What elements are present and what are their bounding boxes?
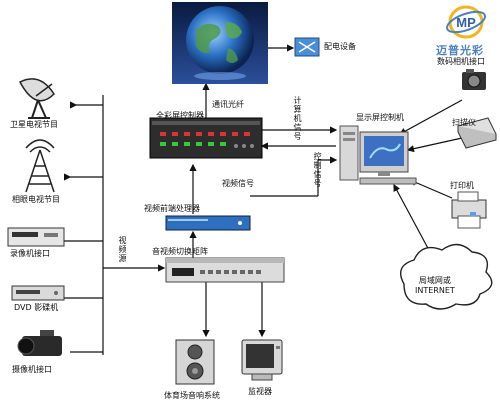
camcorder-icon — [17, 330, 62, 356]
label-satellite: 卫星电视节目 — [10, 120, 58, 129]
label-control-signal: 控制信号 — [313, 152, 322, 188]
internet-cloud-icon — [400, 243, 493, 310]
label-display-controller: 显示屏控制机 — [356, 113, 404, 122]
label-audio: 体育场音响系统 — [164, 391, 220, 400]
video-processor-device — [165, 215, 251, 231]
brand-logo-icon: MP — [446, 5, 486, 39]
label-scanner: 扫描仪 — [452, 118, 476, 127]
antenna-tower-icon — [25, 139, 55, 193]
label-computer-signal: 计算机信号 — [293, 96, 302, 141]
fullcolor-controller-device — [149, 117, 263, 159]
label-video-source: 视频源 — [118, 236, 127, 263]
label-video-processor: 视频前端处理器 — [144, 204, 200, 213]
scanner-icon — [457, 117, 497, 149]
printer-icon — [451, 191, 487, 229]
label-comm-fiber: 通讯光纤 — [212, 100, 244, 109]
speaker-system-icon — [175, 339, 215, 385]
label-distribution: 配电设备 — [324, 42, 356, 51]
label-terrestrial: 相眼电视节目 — [12, 195, 60, 204]
display-controller-pc — [339, 125, 417, 185]
distribution-box-icon — [294, 37, 320, 57]
av-matrix-device — [165, 257, 285, 283]
label-dvd: DVD 影碟机 — [14, 303, 59, 312]
label-video-signal: 视频信号 — [222, 179, 254, 188]
label-monitor: 监视器 — [248, 387, 272, 396]
digital-camera-icon — [462, 69, 486, 90]
label-internet: 局域网或 INTERNET — [415, 276, 455, 295]
globe-icon — [172, 2, 268, 84]
label-vcr: 录像机接口 — [10, 249, 50, 258]
svg-text:MP: MP — [456, 15, 476, 30]
satellite-dish-icon — [18, 78, 55, 119]
label-camcorder: 摄像机接口 — [12, 365, 52, 374]
label-printer: 打印机 — [450, 181, 474, 190]
monitor-icon — [241, 339, 283, 381]
dvd-player-device — [11, 285, 65, 301]
vcr-device — [7, 227, 65, 247]
brand-name: 迈普光彩 — [436, 44, 484, 57]
label-camera-iface: 数码相机接口 — [437, 57, 485, 66]
label-fullcolor-controller: 全彩屏控制器 — [156, 111, 204, 120]
label-av-matrix: 音视频切换矩阵 — [152, 247, 208, 256]
